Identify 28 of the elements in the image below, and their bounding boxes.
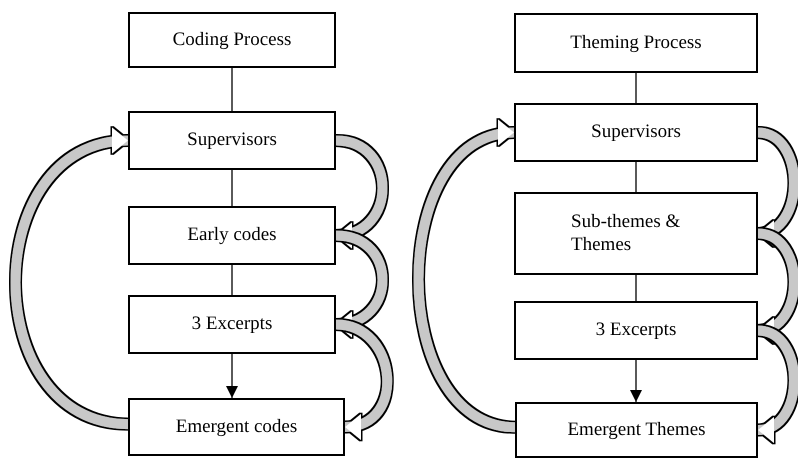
box-label: Supervisors: [591, 121, 681, 144]
process-box: [128, 295, 336, 354]
box-label: Supervisors: [187, 129, 277, 152]
box-label: Emergent Themes: [567, 418, 706, 442]
process-box: [128, 206, 336, 265]
process-box: [514, 192, 758, 275]
box-label: 3 Excerpts: [192, 313, 272, 336]
connector-line: [635, 162, 637, 192]
connector-line: [231, 265, 233, 295]
arrow: [226, 354, 238, 398]
process-box: [514, 103, 758, 162]
arrow: [630, 360, 642, 402]
connector-line: [231, 68, 233, 111]
process-box: [128, 398, 345, 456]
process-box: [514, 301, 758, 360]
process-box: [128, 111, 336, 170]
connector-line: [635, 73, 637, 103]
box-label: 3 Excerpts: [596, 319, 676, 342]
box-label: Early codes: [187, 224, 277, 247]
connector-line: [231, 170, 233, 206]
connector-line: [635, 275, 637, 301]
process-box: [515, 402, 758, 458]
box-label: Coding Process: [172, 28, 292, 52]
process-box: [128, 12, 336, 68]
box-label: Emergent codes: [176, 416, 298, 438]
box-label: Theming Process: [570, 32, 702, 54]
box-label: Sub-themes & Themes: [571, 210, 682, 256]
process-box: [514, 13, 758, 73]
